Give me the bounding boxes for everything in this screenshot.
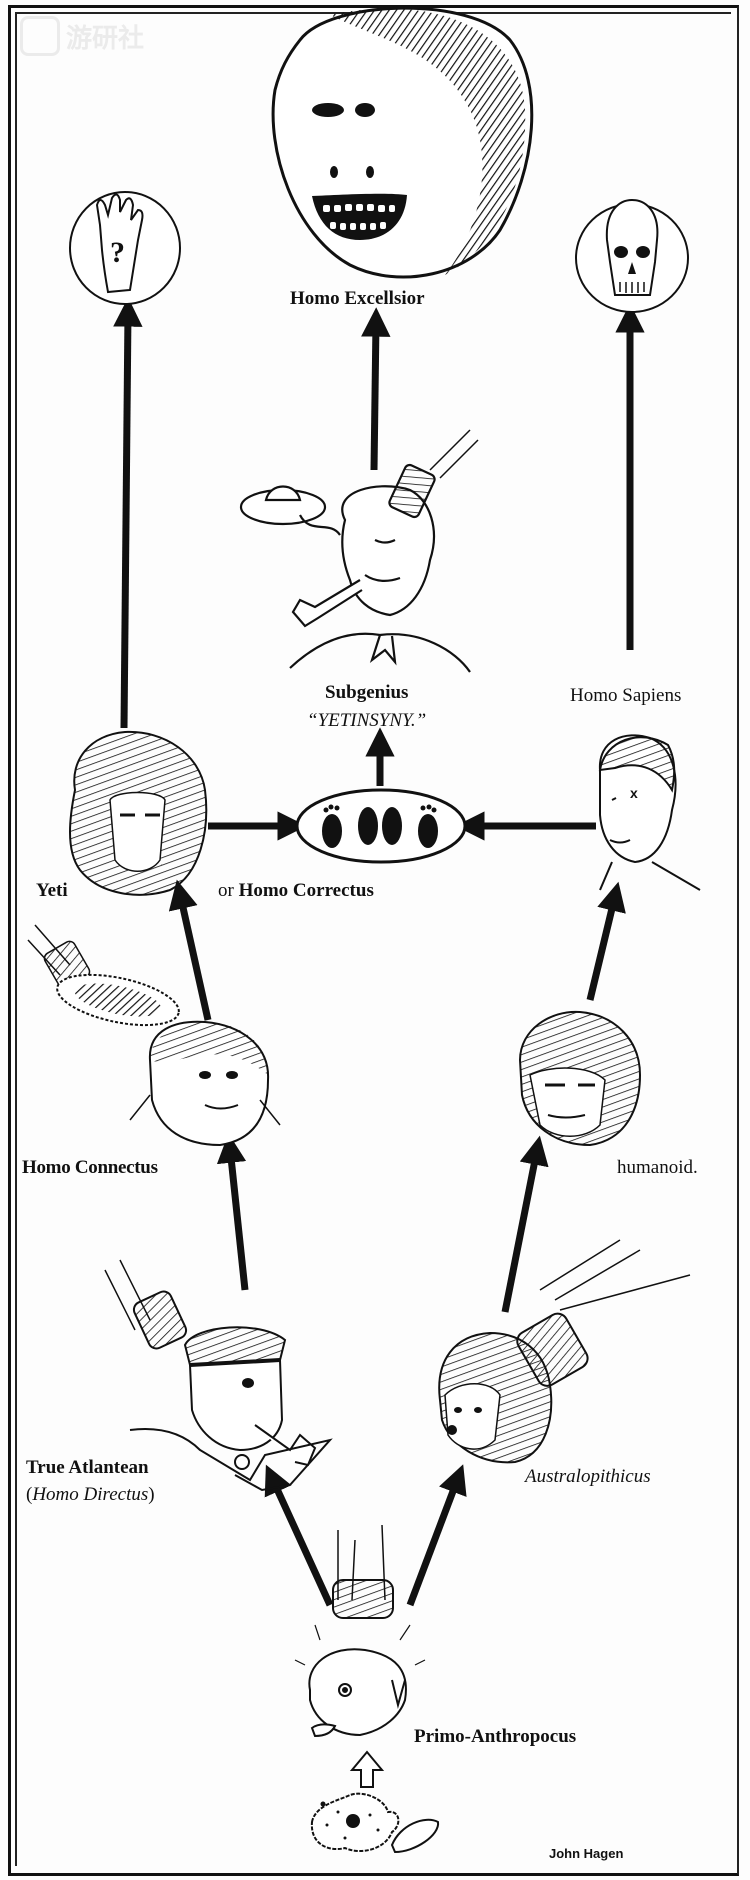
punched-ape-icon xyxy=(438,1239,691,1464)
gamepad-logo-icon xyxy=(20,16,60,56)
label-homo-correctus-text: Homo Correctus xyxy=(238,880,374,901)
label-humanoid: humanoid. xyxy=(617,1157,698,1178)
outer-border xyxy=(8,5,739,1876)
arrow-yeti-to-hand xyxy=(113,297,143,729)
dazed-man-icon: x xyxy=(598,734,701,891)
artist-credit: John Hagen xyxy=(549,1846,624,1861)
paren-close: ) xyxy=(148,1484,155,1505)
amoeba-icon xyxy=(310,1792,440,1854)
hand-question-mark-icon: ? xyxy=(69,191,181,305)
label-true-atlantean: True Atlantean xyxy=(26,1457,149,1478)
paren-open: ( xyxy=(26,1484,33,1505)
label-yeti: Yeti xyxy=(36,880,68,901)
yeti-head-icon xyxy=(69,730,208,896)
label-homo-directus: (Homo Directus) xyxy=(26,1484,155,1506)
arrow-subgenius-to-excellsior xyxy=(361,307,391,471)
subgenius-quote: “YETINSYNY.” xyxy=(307,710,427,731)
hollow-arrow-amoeba-to-primo xyxy=(349,1750,385,1788)
punched-primate-icon xyxy=(294,1524,426,1738)
label-homo-directus-text: Homo Directus xyxy=(32,1484,149,1505)
neanderthal-head-icon xyxy=(518,1010,642,1147)
watermark-text: 游研社 xyxy=(66,23,145,54)
skull-icon xyxy=(575,198,689,313)
label-homo-correctus: or Homo Correctus xyxy=(218,880,374,902)
label-australopithicus: Australopithicus xyxy=(525,1466,651,1487)
svg-text:?: ? xyxy=(110,236,125,269)
arrow-atlantean-to-connectus xyxy=(216,1133,249,1291)
pipe-smoking-man-ufo-icon xyxy=(239,429,479,673)
label-primo-anthropocus: Primo-Anthropocus xyxy=(414,1726,577,1747)
label-homo-sapiens: Homo Sapiens xyxy=(570,685,682,706)
svg-text:x: x xyxy=(630,785,638,801)
ape-with-ufo-icon xyxy=(27,924,281,1147)
arrows xyxy=(113,297,645,1607)
label-or: or xyxy=(218,880,239,901)
footprints-oval-icon xyxy=(295,788,467,864)
label-homo-connectus: Homo Connectus xyxy=(22,1157,158,1178)
arrow-primo-to-atlantean xyxy=(264,1464,334,1607)
arrow-australo-to-humanoid xyxy=(501,1135,549,1313)
arrow-humanoid-to-sapiens xyxy=(586,881,626,1001)
grinning-big-head-icon xyxy=(271,6,534,279)
label-subgenius: Subgenius xyxy=(325,682,409,703)
watermark: 游研社 xyxy=(20,16,144,56)
atlantean-pipe-man-icon xyxy=(104,1259,333,1492)
arrow-primo-to-australo xyxy=(406,1464,467,1607)
arrow-connectus-to-yeti xyxy=(168,879,212,1021)
label-homo-excellsior: Homo Excellsior xyxy=(290,288,425,309)
